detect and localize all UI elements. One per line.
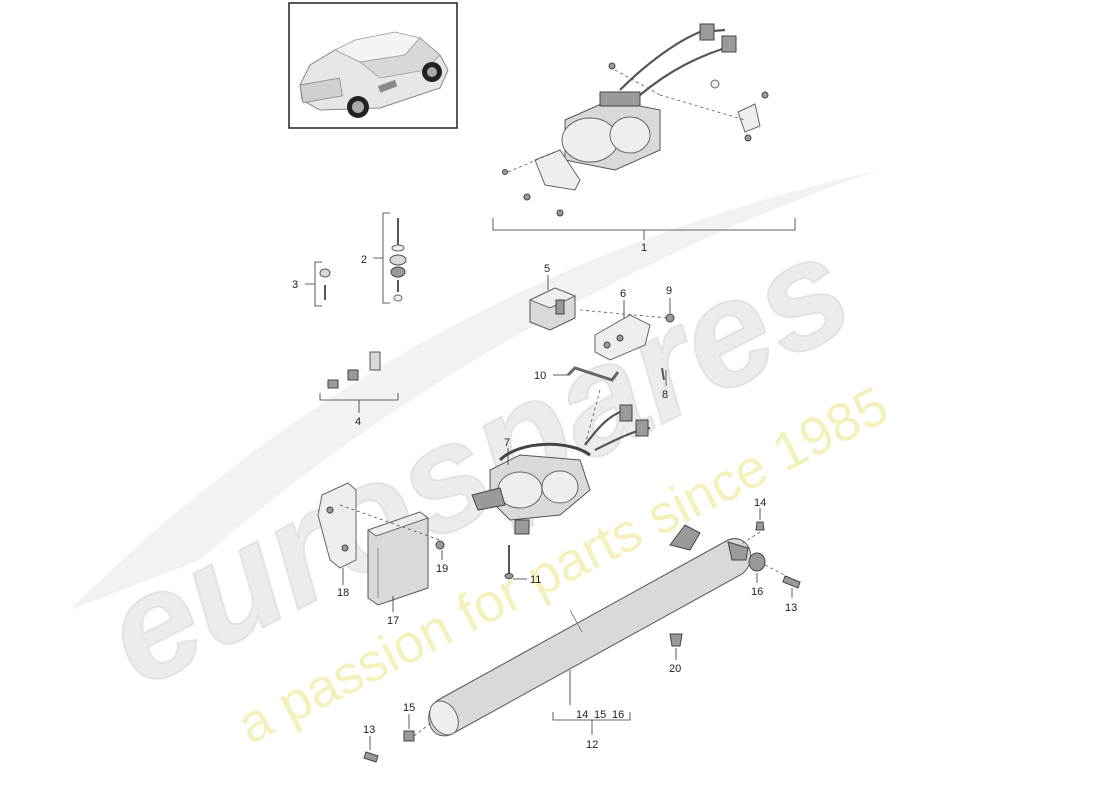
- vehicle-thumbnail: [288, 2, 458, 129]
- compressor-unit: [471, 404, 651, 535]
- screw-14: [755, 521, 765, 531]
- air-reservoir-tank: [428, 524, 752, 737]
- control-unit: [366, 511, 430, 606]
- small-bolt-set: [319, 268, 331, 300]
- callout-12-sub-14: 14: [576, 709, 588, 721]
- grommet-15: [403, 730, 415, 742]
- callout-5: 5: [544, 263, 550, 275]
- callout-12: 12: [586, 739, 598, 751]
- callout-13-right: 13: [785, 602, 797, 614]
- callout-8: 8: [662, 389, 668, 401]
- callout-4: 4: [355, 416, 361, 428]
- grommet-16: [748, 552, 766, 572]
- watermark: eurospares a passion for parts since 198…: [70, 170, 897, 756]
- callout-1-bracket: [492, 218, 796, 240]
- suv-car-icon: [299, 31, 449, 118]
- callout-18: 18: [337, 587, 349, 599]
- callout-11: 11: [530, 574, 541, 586]
- callout-20: 20: [669, 663, 681, 675]
- callout-4-bracket: [319, 393, 399, 413]
- callout-1: 1: [641, 242, 647, 254]
- callout-3-bracket: [305, 261, 322, 307]
- mount-bolt-stack: [389, 218, 407, 302]
- callout-13-left: 13: [363, 724, 375, 736]
- callout-2: 2: [361, 254, 367, 266]
- control-unit-bracket: [317, 482, 357, 569]
- sensor-clip-set: [327, 351, 381, 389]
- bolt-11: [504, 545, 514, 579]
- callout-7: 7: [504, 437, 510, 449]
- callout-10: 10: [534, 370, 546, 382]
- callout-17: 17: [387, 615, 399, 627]
- nut-9: [665, 313, 675, 323]
- callout-15: 15: [403, 702, 415, 714]
- nut-19: [435, 540, 445, 550]
- callout-9: 9: [666, 285, 672, 297]
- fitting-13-left: [363, 751, 379, 763]
- callout-6: 6: [620, 288, 626, 300]
- fitting-13-right: [782, 575, 801, 589]
- callout-2-bracket: [373, 212, 390, 304]
- callout-14: 14: [754, 497, 766, 509]
- watermark-swoosh: [70, 170, 880, 610]
- air-pipe: [566, 366, 620, 382]
- compressor-assembly-top: [502, 23, 769, 217]
- valve-block: [528, 287, 577, 331]
- callout-12-bracket: [552, 670, 631, 735]
- callout-3: 3: [292, 279, 298, 291]
- valve-bracket: [594, 314, 651, 361]
- drain-plug-20: [669, 633, 683, 647]
- callout-19: 19: [436, 563, 448, 575]
- callout-12-sub-15: 15: [594, 709, 606, 721]
- screw-8: [661, 367, 665, 381]
- callout-16: 16: [751, 586, 763, 598]
- callout-12-sub-16: 16: [612, 709, 624, 721]
